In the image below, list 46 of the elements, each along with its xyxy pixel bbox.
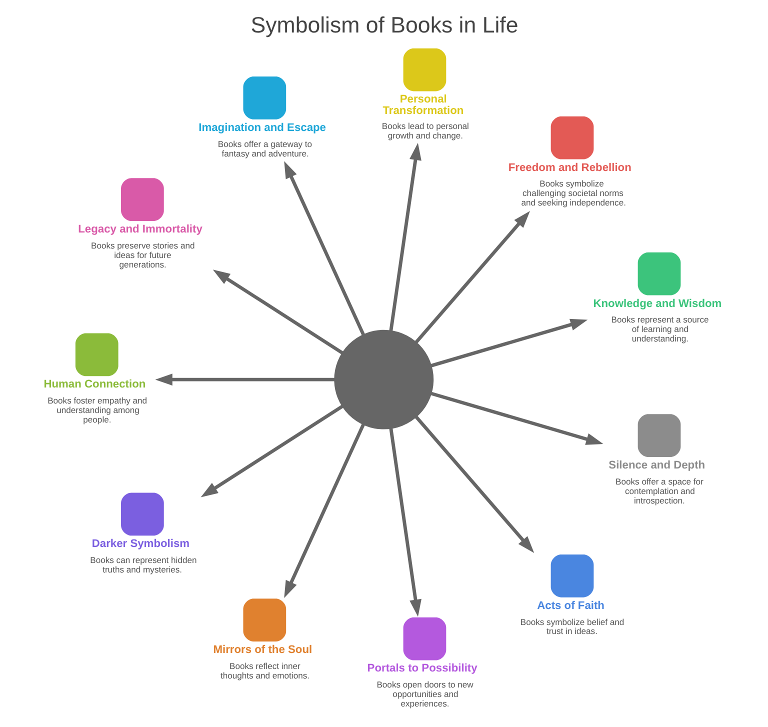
node-label: Books symbolize belief and trust in ideas.: [520, 616, 624, 636]
node-box: [402, 48, 446, 92]
arrow: [430, 318, 588, 368]
node-box: [550, 554, 594, 598]
node-box: [637, 414, 680, 457]
node-label: Silence and Depth: [608, 459, 705, 472]
arrow: [388, 428, 421, 617]
node-label: Knowledge and Wisdom: [592, 298, 722, 310]
arrow: [212, 270, 343, 354]
node-box: [74, 333, 118, 376]
arrow: [388, 142, 421, 331]
node-label: Mirrors of the Soul: [212, 644, 312, 656]
arrow: [414, 416, 534, 554]
diagram-title: Symbolism of Books in Life: [250, 12, 518, 38]
node-label: Books can represent hidden truths and mysteries.: [90, 555, 196, 574]
node-label: Books preserve stories and ideas for future generations.: [90, 240, 194, 270]
node-label: Imagination and Escape: [198, 122, 326, 134]
node-label: Portals to Possibility: [366, 662, 477, 675]
node-label: Books offer a space for contemplation and introspection.: [615, 476, 703, 506]
arrow: [200, 404, 343, 498]
node-box: [120, 492, 164, 536]
node-label: Darker Symbolism: [91, 538, 190, 550]
arrow: [284, 161, 364, 336]
node-box: [120, 178, 164, 221]
node-label: Books symbolize challenging societal norms and seeking independence.: [520, 178, 626, 208]
node-label: Acts of Faith: [536, 600, 604, 612]
node-box: [242, 598, 286, 642]
node-label: Human Connection: [43, 378, 146, 391]
node-box: [550, 116, 594, 160]
node-label: Books represent a source of learning and understanding.: [610, 314, 708, 344]
node-label: Books open doors to new opportunities and experiences.: [376, 680, 473, 709]
arrow: [414, 210, 530, 344]
node-circle: [334, 330, 434, 430]
node-label: Freedom and Rebellion: [508, 162, 631, 174]
node-box: [637, 252, 680, 296]
arrow: [430, 392, 603, 445]
node-label: Books lead to personal growth and change.: [381, 120, 468, 140]
node-box: [242, 76, 286, 120]
node-label: Legacy and Immortality: [78, 223, 202, 236]
node-label: Personal Transformation: [382, 94, 464, 117]
node-label: Books foster empathy and understanding among people.: [47, 396, 147, 424]
node-label: Books offer a gateway to fantasy and adventure.: [217, 138, 312, 158]
arrow: [154, 374, 334, 386]
node-box: [402, 617, 446, 660]
node-label: Books reflect inner thoughts and emotions.: [220, 660, 310, 680]
arrow: [284, 424, 364, 598]
